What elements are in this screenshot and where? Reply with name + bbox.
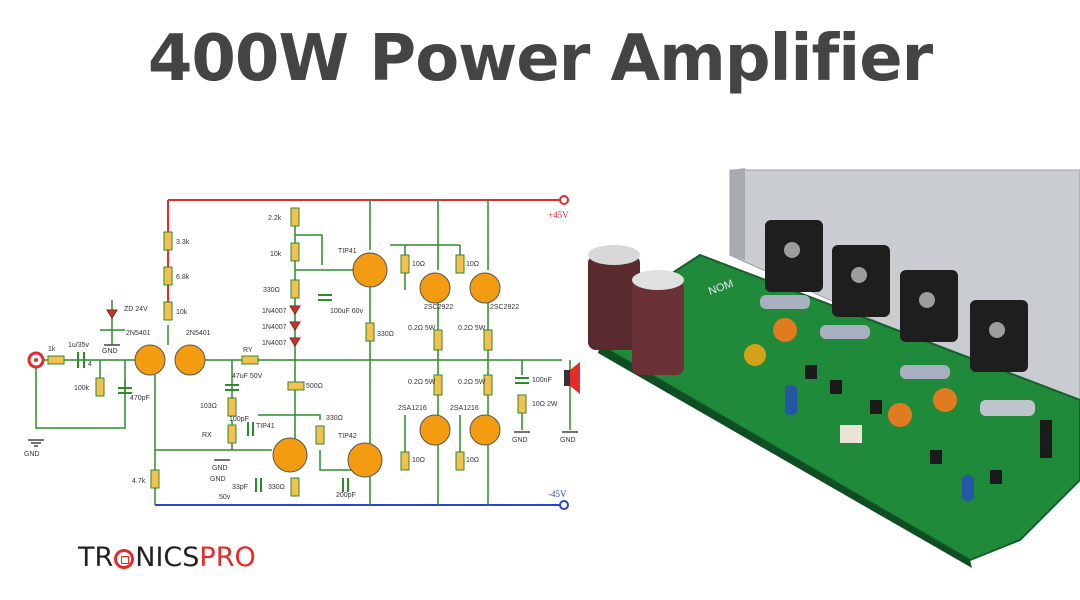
label-r-02-b: 0.2Ω 5W: [458, 325, 486, 332]
label-gnd-lower: GND: [210, 476, 226, 483]
label-r-10k-a: 10k: [176, 309, 188, 316]
label-r-100k: 100k: [74, 385, 90, 392]
label-r-103: 103Ω: [200, 403, 217, 410]
label-q-2n5401-a: 2N5401: [126, 330, 151, 337]
label-r-10-a: 10Ω: [412, 261, 425, 268]
label-r-10k-b: 10k: [270, 251, 282, 258]
label-r-4-7k: 4.7k: [132, 478, 146, 485]
label-r-2-2k: 2.2k: [268, 215, 282, 222]
power-transistors: [765, 220, 1028, 372]
component-labels: 1k 100k 3.3k 6.8k 10k 4.7k 2.2k 10k 330Ω…: [24, 215, 576, 501]
label-gnd-output: GND: [512, 437, 528, 444]
pcb: [599, 253, 1080, 562]
label-r-1k: 1k: [48, 346, 56, 353]
page-title: 400W Power Amplifier: [147, 22, 933, 96]
label-r-330-a: 330Ω: [263, 287, 280, 294]
label-r-10-2w: 10Ω 2W: [532, 401, 558, 408]
label-r-330-b: 330Ω: [326, 415, 343, 422]
label-q-tip41-b: TIP41: [256, 423, 275, 430]
heatsink-edge: [730, 168, 745, 260]
label-r-10-b: 10Ω: [466, 261, 479, 268]
label-q-2sc2922-a: 2SC2922: [424, 304, 453, 311]
positive-rail-label: +45V: [548, 210, 569, 220]
label-r-ry: RY: [243, 347, 253, 354]
label-c-47u: 47uF 50V: [232, 373, 263, 380]
transistor-symbols: [134, 252, 501, 478]
label-d-1n4007-b: 1N4007: [262, 324, 287, 331]
input-jack-center: [34, 358, 38, 362]
negative-rail-terminal[interactable]: [559, 500, 569, 510]
capacitor-symbols: [77, 294, 529, 492]
label-gnd-zener: GND: [102, 348, 118, 355]
label-c-50v: 50v: [219, 494, 231, 501]
label-r-02-a: 0.2Ω 5W: [408, 325, 436, 332]
circuit-schematic: +45V -45V: [24, 195, 580, 510]
label-c-100u: 100uF 60v: [330, 308, 364, 315]
negative-rail-label: -45V: [548, 489, 567, 499]
label-r-rx: RX: [202, 432, 212, 439]
label-r-02-c: 0.2Ω 5W: [408, 379, 436, 386]
label-q-tip41-a: TIP41: [338, 248, 357, 255]
label-d-1n4007-a: 1N4007: [262, 308, 287, 315]
label-r-500: 500Ω: [306, 383, 323, 390]
diode-symbols: [106, 305, 301, 347]
label-gnd-mid: GND: [212, 465, 228, 472]
logo-text-nics: NICS: [135, 542, 200, 573]
positive-rail-terminal[interactable]: [559, 195, 569, 205]
amplifier-board-photo: NOM: [588, 168, 1080, 568]
label-c-470p: 470pF: [130, 395, 150, 402]
label-q-tip42: TIP42: [338, 433, 357, 440]
label-r-02-d: 0.2Ω 5W: [458, 379, 486, 386]
tronicspro-logo: TR NICSPRO: [78, 543, 256, 573]
pcb-edge: [598, 345, 972, 568]
label-q-2sa1216-a: 2SA1216: [398, 405, 427, 412]
small-components: [744, 295, 1052, 501]
label-r-330-d: 330Ω: [268, 484, 285, 491]
speaker-icon: [564, 362, 580, 394]
label-node-4: 4: [88, 361, 92, 368]
label-gnd-input: GND: [24, 451, 40, 458]
logo-text-tr: TR: [78, 542, 114, 573]
label-c-1u: 1u/35v: [68, 342, 90, 349]
logo-text-pro: PRO: [199, 542, 256, 573]
label-q-2sa1216-b: 2SA1216: [450, 405, 479, 412]
label-r-10-c: 10Ω: [412, 457, 425, 464]
label-r-3-3k: 3.3k: [176, 239, 190, 246]
label-d-1n4007-c: 1N4007: [262, 340, 287, 347]
logo-chip-icon: [114, 549, 135, 569]
label-d-zener: ZD 24V: [124, 306, 148, 313]
label-r-6-8k: 6.8k: [176, 274, 190, 281]
label-c-100n: 100nF: [532, 377, 552, 384]
resistor-symbols: [47, 207, 527, 497]
label-gnd-speaker: GND: [560, 437, 576, 444]
label-q-2n5401-b: 2N5401: [186, 330, 211, 337]
label-q-2sc2922-b: 2SC2922: [490, 304, 519, 311]
filter-capacitors: [588, 245, 684, 375]
label-r-330-c: 330Ω: [377, 331, 394, 338]
label-c-33p: 33pF: [232, 484, 248, 491]
label-c-200p: 200pF: [336, 492, 356, 499]
ground-symbols: [28, 344, 578, 461]
label-c-100p: 100pF: [229, 416, 249, 423]
label-r-10-d: 10Ω: [466, 457, 479, 464]
